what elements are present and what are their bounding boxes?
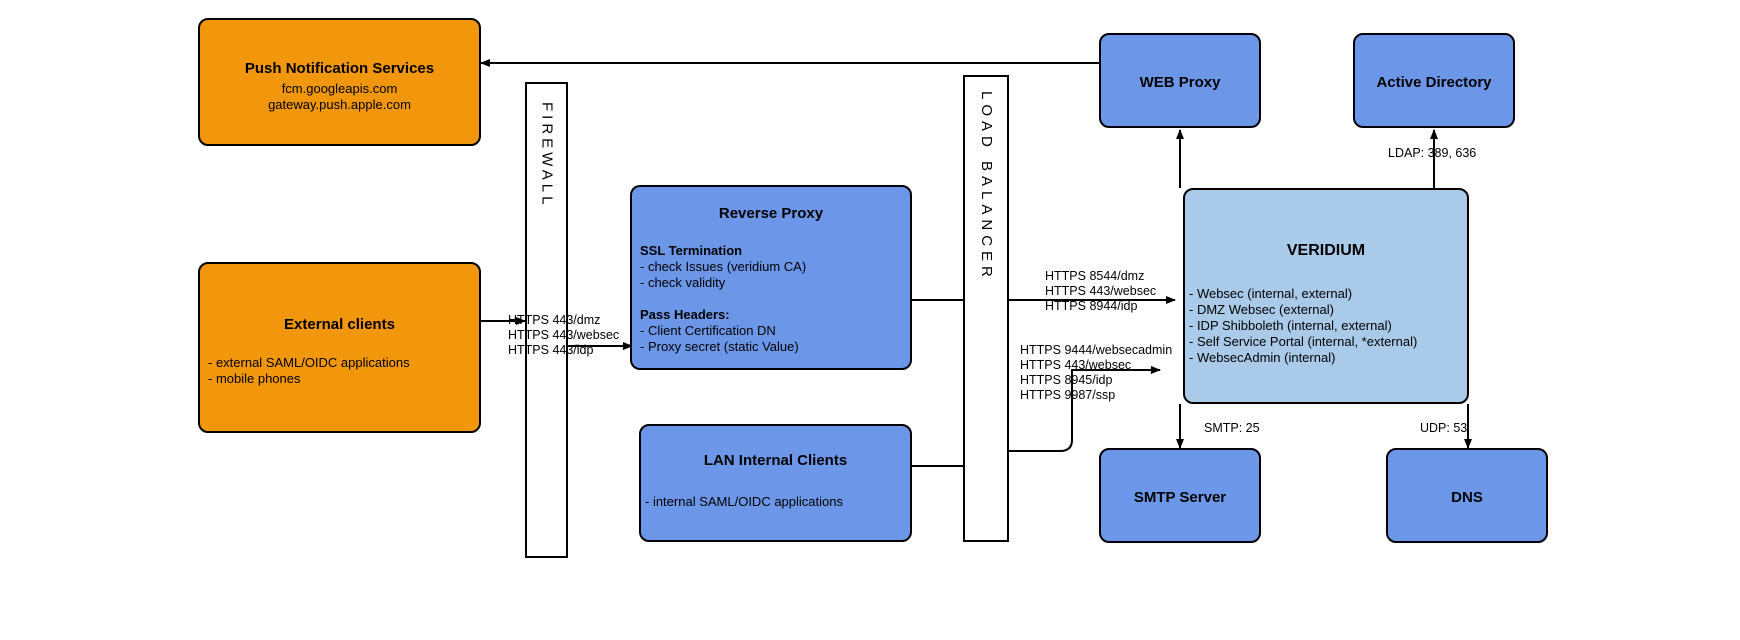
reverse-proxy-title: Reverse Proxy bbox=[718, 205, 824, 222]
veridium-item-3: - IDP Shibboleth (internal, external) bbox=[1189, 318, 1392, 333]
dns-title: DNS bbox=[1451, 489, 1483, 506]
reverse-proxy-item-1: - check Issues (veridium CA) bbox=[640, 259, 807, 274]
node-active-directory[interactable]: Active Directory bbox=[1353, 33, 1515, 128]
external-clients-line-2: - mobile phones bbox=[208, 371, 301, 386]
active-directory-title: Active Directory bbox=[1376, 74, 1492, 91]
node-push-notification-services[interactable]: Push Notification Services fcm.googleapi… bbox=[198, 18, 481, 146]
veridium-title: VERIDIUM bbox=[1286, 242, 1366, 259]
reverse-proxy-heading-2: Pass Headers: bbox=[640, 307, 730, 322]
node-external-clients[interactable]: External clients - external SAML/OIDC ap… bbox=[198, 262, 481, 433]
label-ad-ldap: LDAP: 389, 636 bbox=[1388, 146, 1477, 160]
reverse-proxy-item-3: - Client Certification DN bbox=[640, 323, 776, 338]
node-veridium[interactable]: VERIDIUM - Websec (internal, external) -… bbox=[1183, 188, 1469, 404]
label-smtp-port: SMTP: 25 bbox=[1204, 421, 1260, 435]
reverse-proxy-item-4: - Proxy secret (static Value) bbox=[640, 339, 799, 354]
label-udp-dns-port: UDP: 53 bbox=[1420, 421, 1468, 435]
veridium-item-4: - Self Service Portal (internal, *extern… bbox=[1189, 334, 1418, 349]
external-clients-line-1: - external SAML/OIDC applications bbox=[208, 355, 410, 370]
node-dns[interactable]: DNS bbox=[1386, 448, 1548, 543]
veridium-item-1: - Websec (internal, external) bbox=[1189, 286, 1353, 301]
push-title: Push Notification Services bbox=[244, 60, 435, 77]
external-clients-title: External clients bbox=[284, 316, 395, 333]
veridium-item-5: - WebsecAdmin (internal) bbox=[1189, 350, 1336, 365]
smtp-server-title: SMTP Server bbox=[1133, 489, 1227, 506]
veridium-item-2: - DMZ Websec (external) bbox=[1189, 302, 1334, 317]
reverse-proxy-item-2: - check validity bbox=[640, 275, 726, 290]
push-line-2: gateway.push.apple.com bbox=[268, 97, 411, 112]
reverse-proxy-heading-1: SSL Termination bbox=[640, 243, 743, 258]
firewall-label: FIREWALL bbox=[538, 102, 556, 209]
label-internal-to-veridium: HTTPS 9444/websecadmin HTTPS 443/websec … bbox=[1020, 343, 1173, 402]
label-clients-to-firewall: HTTPS 443/dmz HTTPS 443/websec HTTPS 443… bbox=[508, 313, 620, 357]
web-proxy-title: WEB Proxy bbox=[1139, 74, 1221, 91]
node-smtp-server[interactable]: SMTP Server bbox=[1099, 448, 1261, 543]
node-lan-internal-clients[interactable]: LAN Internal Clients - internal SAML/OID… bbox=[639, 424, 912, 542]
lan-internal-clients-line-1: - internal SAML/OIDC applications bbox=[645, 494, 843, 509]
load-balancer-label: LOAD BALANCER bbox=[978, 91, 995, 282]
lan-internal-clients-title: LAN Internal Clients bbox=[703, 452, 848, 469]
label-lb-to-veridium: HTTPS 8544/dmz HTTPS 443/websec HTTPS 89… bbox=[1045, 269, 1157, 313]
node-web-proxy[interactable]: WEB Proxy bbox=[1099, 33, 1261, 128]
node-load-balancer[interactable]: LOAD BALANCER bbox=[963, 75, 1009, 542]
node-reverse-proxy[interactable]: Reverse Proxy SSL Termination - check Is… bbox=[630, 185, 912, 370]
push-line-1: fcm.googleapis.com bbox=[281, 81, 398, 96]
node-firewall[interactable]: FIREWALL bbox=[525, 82, 568, 558]
